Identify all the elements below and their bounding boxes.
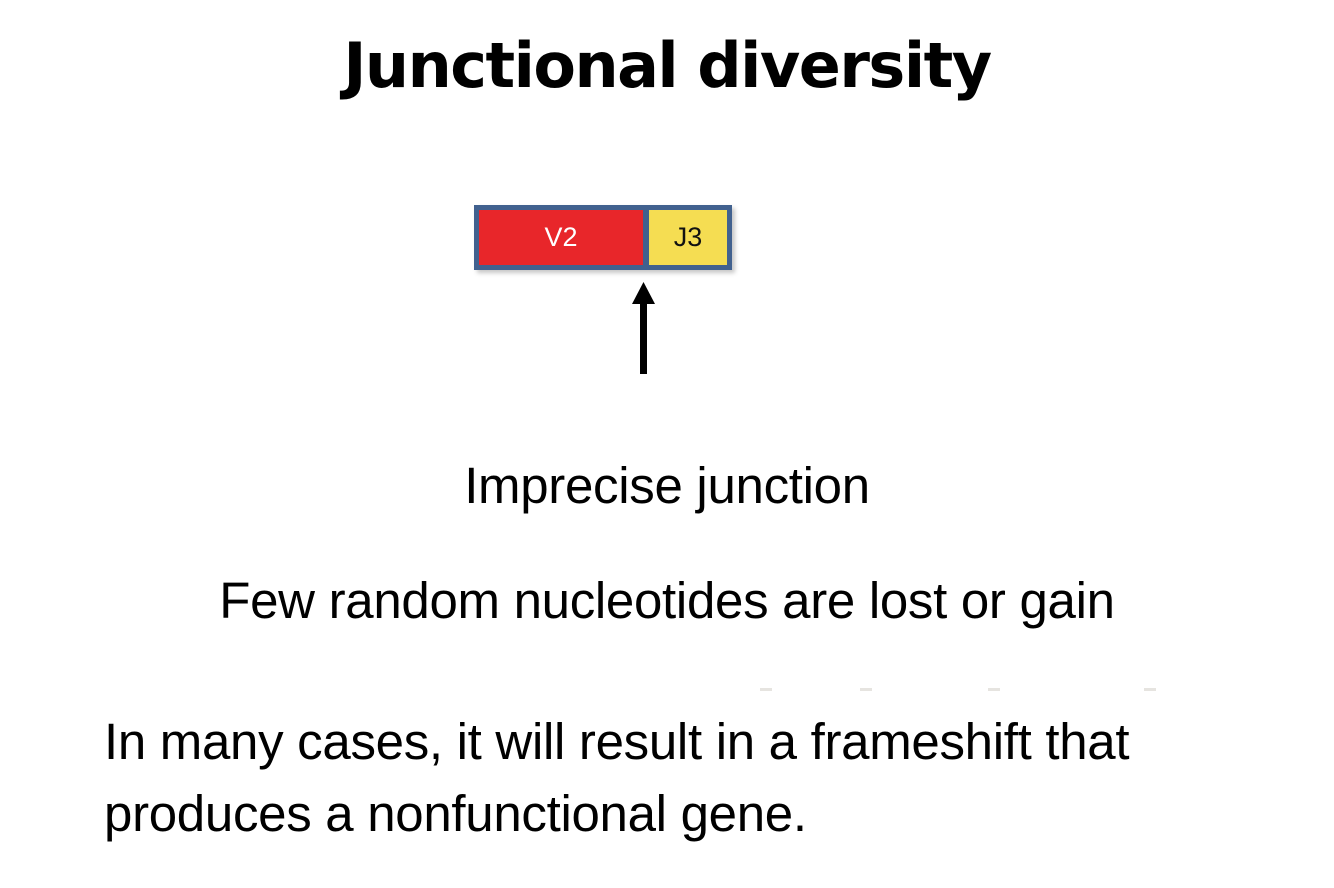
gene-segment-v2-label: V2 (544, 222, 578, 252)
body-line-imprecise-junction: Imprecise junction (464, 457, 870, 514)
residual-artifact (1144, 688, 1156, 691)
residual-artifact (860, 688, 872, 691)
gene-segment-v2: V2 (474, 205, 646, 270)
junction-pointer-arrow-icon (632, 282, 655, 374)
residual-artifact (988, 688, 1000, 691)
body-paragraph-frameshift: In many cases, it will result in a frame… (104, 713, 1130, 842)
residual-artifact-row (760, 688, 1160, 692)
gene-segment-j3-label: J3 (673, 222, 703, 252)
gene-segment-diagram: V2 J3 (474, 205, 732, 270)
residual-artifact (760, 688, 772, 691)
body-line-random-nucleotides: Few random nucleotides are lost or gain (219, 572, 1115, 629)
page-title: Junctional diversity (343, 29, 992, 102)
gene-segment-j3: J3 (646, 205, 732, 270)
